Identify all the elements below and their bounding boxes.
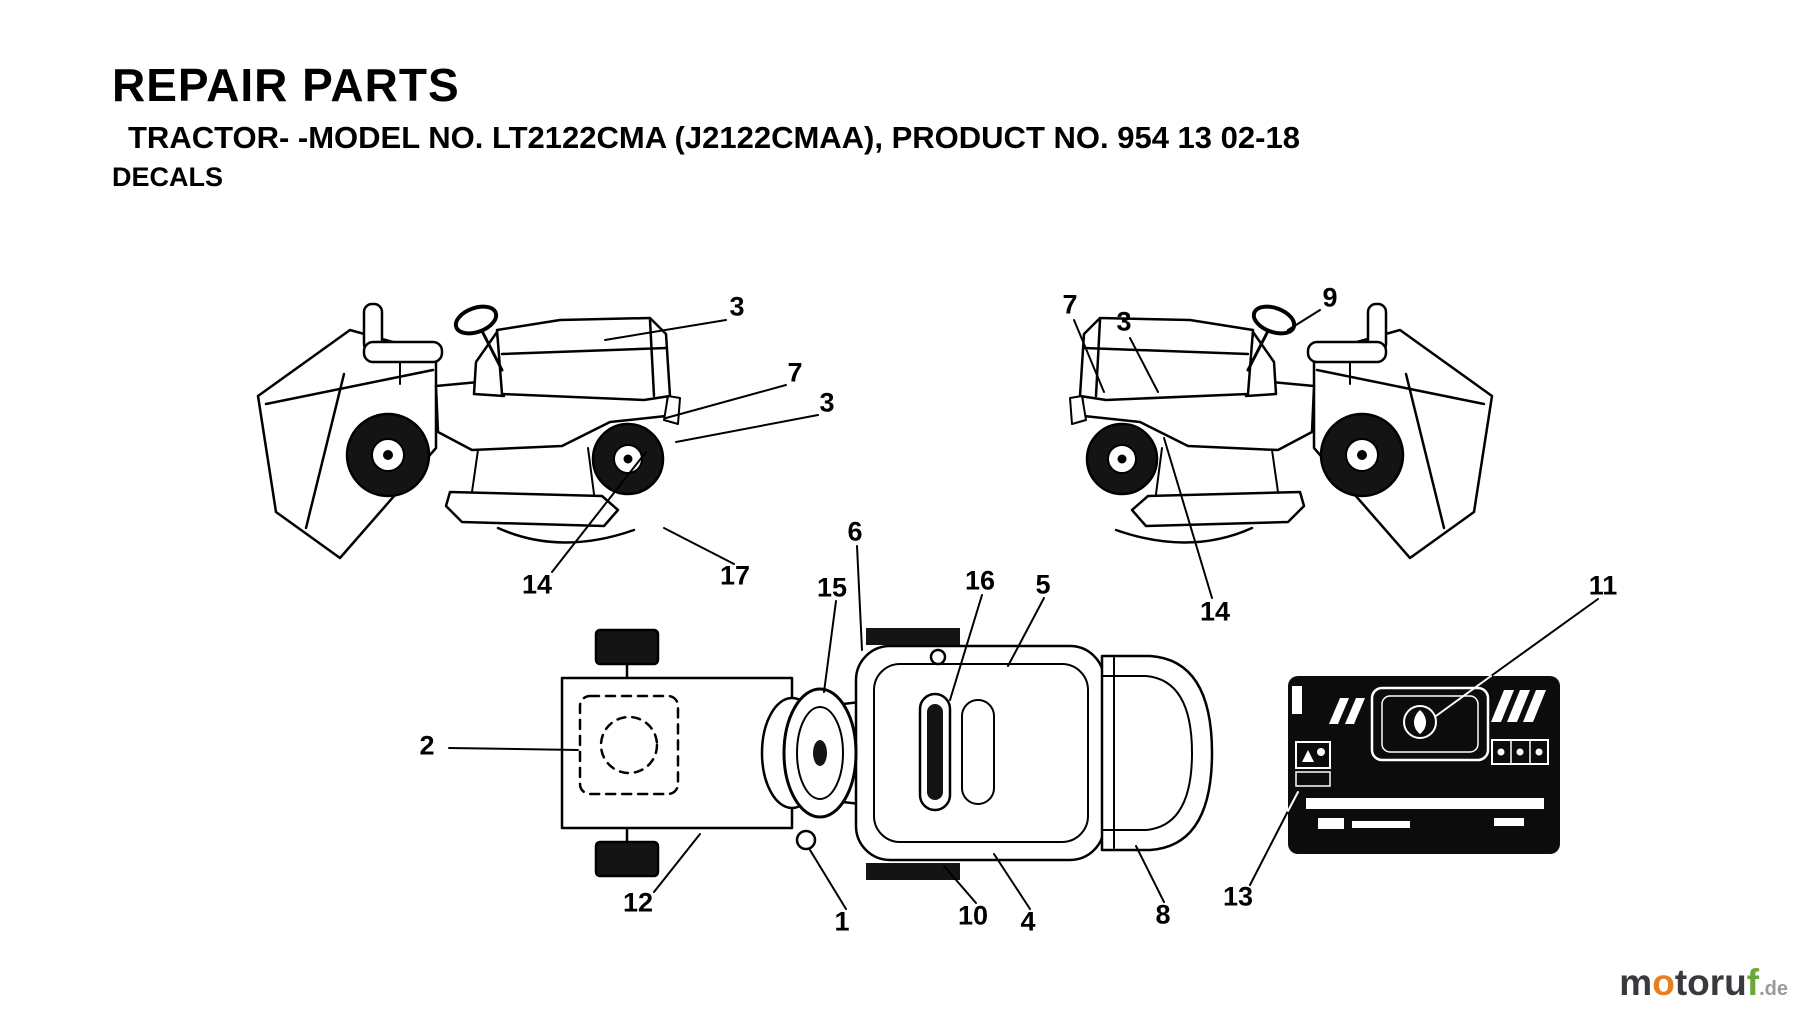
callout-3-a: 3 [729, 291, 745, 322]
watermark-letter: o [1687, 962, 1710, 1003]
model-subtitle: TRACTOR- -MODEL NO. LT2122CMA (J2122CMAA… [128, 120, 1300, 155]
callout-12: 12 [622, 887, 654, 918]
warning-label-small [1295, 741, 1331, 769]
hood-top-view [1100, 654, 1214, 852]
callout-15: 15 [816, 572, 848, 603]
tractor-top-view [560, 628, 1214, 880]
footrest-decal-bottom [866, 863, 960, 880]
watermark-suffix: .de [1759, 978, 1788, 1000]
callout-3-b: 3 [819, 387, 835, 418]
watermark-letter: o [1652, 962, 1675, 1003]
callout-1: 1 [834, 906, 850, 937]
callout-7-a: 7 [787, 357, 803, 388]
callout-6: 6 [847, 516, 863, 547]
rear-wheel-top [594, 628, 660, 666]
callout-17: 17 [719, 560, 751, 591]
callout-7-b: 7 [1062, 289, 1078, 320]
tractor-side-view-right [1068, 299, 1494, 560]
page-title: REPAIR PARTS [112, 59, 460, 111]
watermark-letter: r [1709, 962, 1725, 1003]
callout-14-b: 14 [1199, 596, 1231, 627]
section-label: DECALS [112, 162, 224, 192]
watermark-letter: m [1619, 962, 1653, 1003]
callout-16: 16 [964, 565, 996, 596]
watermark-letter: f [1746, 962, 1760, 1003]
callout-8: 8 [1155, 899, 1171, 930]
watermark-logo: motoruf.de [1619, 962, 1788, 1004]
callout-4: 4 [1020, 906, 1036, 937]
watermark-letter: t [1674, 962, 1688, 1003]
brand-emblem-icon [1403, 705, 1437, 739]
callout-9: 9 [1322, 282, 1338, 313]
callout-10: 10 [957, 900, 989, 931]
watermark-letter: u [1724, 962, 1747, 1003]
leader-lines [448, 309, 1599, 910]
decal-panel [1288, 676, 1560, 854]
tractor-side-view-left [256, 299, 682, 560]
callout-13: 13 [1222, 881, 1254, 912]
callout-2: 2 [419, 730, 435, 761]
callout-14-a: 14 [521, 569, 553, 600]
callout-3-c: 3 [1116, 306, 1132, 337]
rear-wheel-bottom [594, 840, 660, 878]
footrest-decal-top [866, 628, 960, 645]
decal-outline-dashed [578, 694, 680, 796]
fuel-cap [929, 648, 947, 666]
fender-deck [854, 644, 1106, 862]
callout-5: 5 [1035, 569, 1051, 600]
callout-11: 11 [1588, 570, 1618, 601]
